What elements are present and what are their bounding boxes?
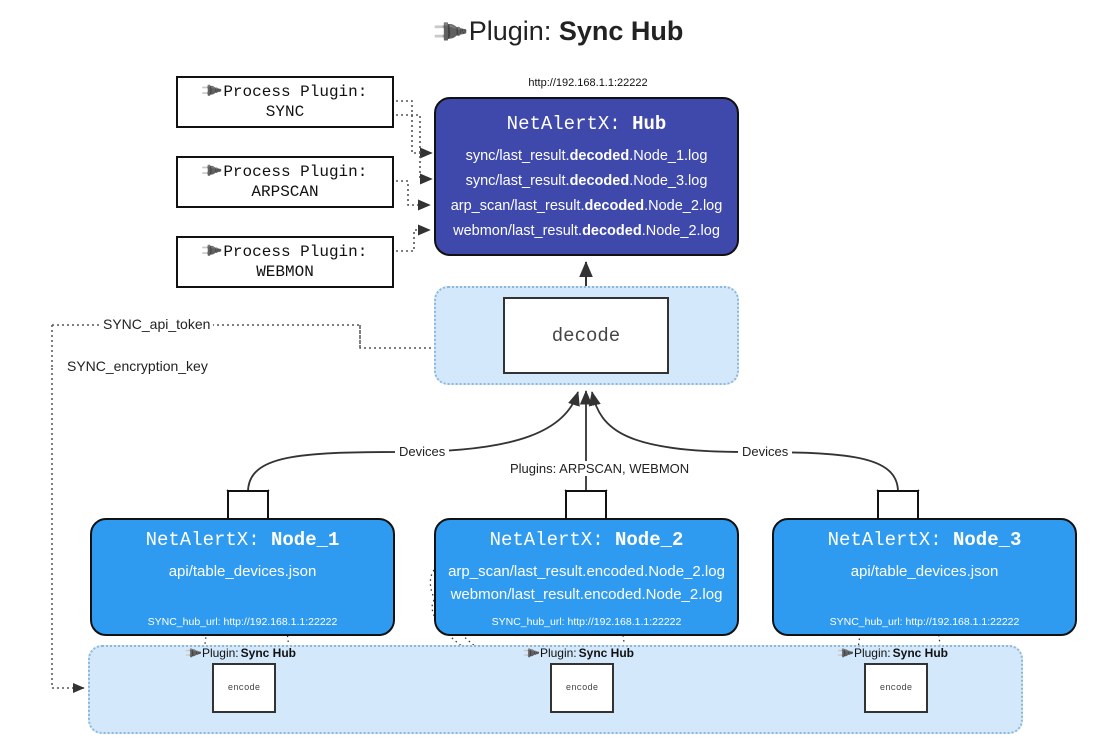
edge-label-devices-right: Devices — [738, 444, 793, 459]
node-1[interactable]: NetAlertX: Node_1 api/table_devices.json… — [90, 518, 395, 636]
node-line-list: arp_scan/last_result.encoded.Node_2.log … — [436, 560, 737, 607]
node-line: webmon/last_result.encoded.Node_2.log — [450, 586, 723, 604]
process-plugin-name: SYNC — [265, 103, 305, 121]
node-line: api/table_devices.json — [168, 563, 317, 580]
encode-box-3[interactable]: encode — [864, 663, 928, 713]
node-2[interactable]: NetAlertX: Node_2 arp_scan/last_result.e… — [434, 518, 739, 636]
node-line-list: api/table_devices.json — [92, 560, 393, 583]
node-footer: SYNC_hub_url: http://192.168.1.1:22222 — [491, 616, 682, 628]
node-title: NetAlertX: Node_2 — [436, 529, 737, 551]
log-post: .Node_2.log — [644, 197, 723, 214]
edge-label-devices-left: Devices — [395, 444, 450, 459]
edge-node1-to-decode — [247, 391, 580, 493]
plugin-tag-name: Sync Hub — [578, 646, 634, 660]
process-plugin-label: Process Plugin: — [223, 163, 368, 181]
edge-sync-to-hub2 — [396, 114, 433, 185]
process-plugin-name: WEBMON — [256, 263, 314, 281]
encode-box-2[interactable]: encode — [550, 663, 614, 713]
node-title-name: Node_1 — [271, 529, 340, 551]
node-3[interactable]: NetAlertX: Node_3 api/table_devices.json… — [772, 518, 1077, 636]
log-em: decoded — [569, 148, 630, 164]
node-footer: SYNC_hub_url: http://192.168.1.1:22222 — [829, 616, 1020, 628]
node-title-prefix: NetAlertX: — [145, 529, 271, 551]
log-post: .Node_2.log — [641, 222, 720, 239]
hub-log-item: sync/last_result.decoded.Node_3.log — [436, 169, 737, 194]
edge-arpscan-to-hub — [396, 180, 431, 211]
process-plugin-sync[interactable]: 🔌 Process Plugin: SYNC — [176, 76, 394, 128]
node-title-prefix: NetAlertX: — [489, 529, 615, 551]
node-line-list: api/table_devices.json — [774, 560, 1075, 583]
process-plugin-label: Process Plugin: — [223, 83, 368, 101]
label-sync-encryption-key: SYNC_encryption_key — [64, 358, 211, 374]
edge-sync-to-hub1 — [396, 100, 433, 159]
page-title: 🔌Plugin: Sync Hub — [0, 11, 1117, 53]
process-plugin-name: ARPSCAN — [251, 183, 319, 201]
plug-icon: 🔌 — [198, 238, 224, 264]
hub-log-item: sync/last_result.decoded.Node_1.log — [436, 144, 737, 169]
decode-box[interactable]: decode — [503, 297, 669, 374]
plug-icon: 🔌 — [198, 158, 224, 184]
edge-label-plugins-center: Plugins: ARPSCAN, WEBMON — [506, 461, 694, 476]
log-em: decoded — [569, 172, 630, 189]
node-footer: SYNC_hub_url: http://192.168.1.1:22222 — [147, 616, 338, 628]
plugin-tag-prefix: Plugin: — [539, 646, 577, 660]
page-title-name: Sync Hub — [558, 16, 684, 46]
log-pre: sync/last_result. — [465, 172, 570, 189]
process-plugin-webmon[interactable]: 🔌 Process Plugin: WEBMON — [176, 236, 394, 288]
process-plugin-arpscan[interactable]: 🔌 Process Plugin: ARPSCAN — [176, 156, 394, 208]
hub-log-list: sync/last_result.decoded.Node_1.log sync… — [436, 144, 737, 244]
plugin-tag-2: 🔌Plugin: Sync Hub — [520, 643, 634, 663]
log-em: decoded — [584, 197, 645, 214]
hub-log-item: webmon/last_result.decoded.Node_2.log — [436, 219, 737, 244]
hub-title: NetAlertX: Hub — [436, 113, 737, 135]
plugin-tag-3: 🔌Plugin: Sync Hub — [834, 643, 948, 663]
plugin-tag-prefix: Plugin: — [201, 646, 239, 660]
log-post: .Node_3.log — [629, 172, 708, 189]
log-pre: sync/last_result. — [465, 148, 570, 164]
envelope-icon — [227, 490, 269, 521]
node-line: arp_scan/last_result.encoded.Node_2.log — [448, 563, 725, 580]
log-pre: arp_scan/last_result. — [450, 197, 585, 214]
plugin-tag-prefix: Plugin: — [853, 646, 891, 660]
edge-webmon-to-hub — [396, 224, 431, 252]
hub-url-label: http://192.168.1.1:22222 — [528, 77, 648, 89]
node-line: api/table_devices.json — [850, 563, 999, 580]
log-pre: webmon/last_result. — [453, 222, 583, 239]
encode-box-1[interactable]: encode — [212, 663, 276, 713]
log-post: .Node_1.log — [629, 148, 708, 164]
hub-title-prefix: NetAlertX: — [506, 113, 633, 135]
node-title-name: Node_2 — [615, 529, 684, 551]
label-sync-api-token: SYNC_api_token — [100, 316, 214, 332]
process-plugin-label: Process Plugin: — [223, 243, 368, 261]
plugin-tag-name: Sync Hub — [240, 646, 296, 660]
node-title-name: Node_3 — [953, 529, 1022, 551]
envelope-icon — [877, 490, 919, 521]
edge-node3-to-decode — [588, 391, 899, 493]
hub-log-item: arp_scan/last_result.decoded.Node_2.log — [436, 194, 737, 219]
plug-icon: 🔌 — [427, 11, 470, 54]
edge-encryption-key — [51, 368, 85, 694]
hub-node[interactable]: NetAlertX: Hub sync/last_result.decoded.… — [434, 97, 739, 256]
hub-title-name: Hub — [632, 113, 667, 135]
plugin-tag-1: 🔌Plugin: Sync Hub — [182, 643, 296, 663]
log-em: decoded — [582, 222, 642, 239]
plug-icon: 🔌 — [198, 78, 224, 104]
plugin-tag-name: Sync Hub — [892, 646, 948, 660]
envelope-icon — [565, 490, 607, 521]
node-title-prefix: NetAlertX: — [827, 529, 953, 551]
node-title: NetAlertX: Node_3 — [774, 529, 1075, 551]
node-title: NetAlertX: Node_1 — [92, 529, 393, 551]
page-title-prefix: Plugin: — [468, 16, 559, 46]
